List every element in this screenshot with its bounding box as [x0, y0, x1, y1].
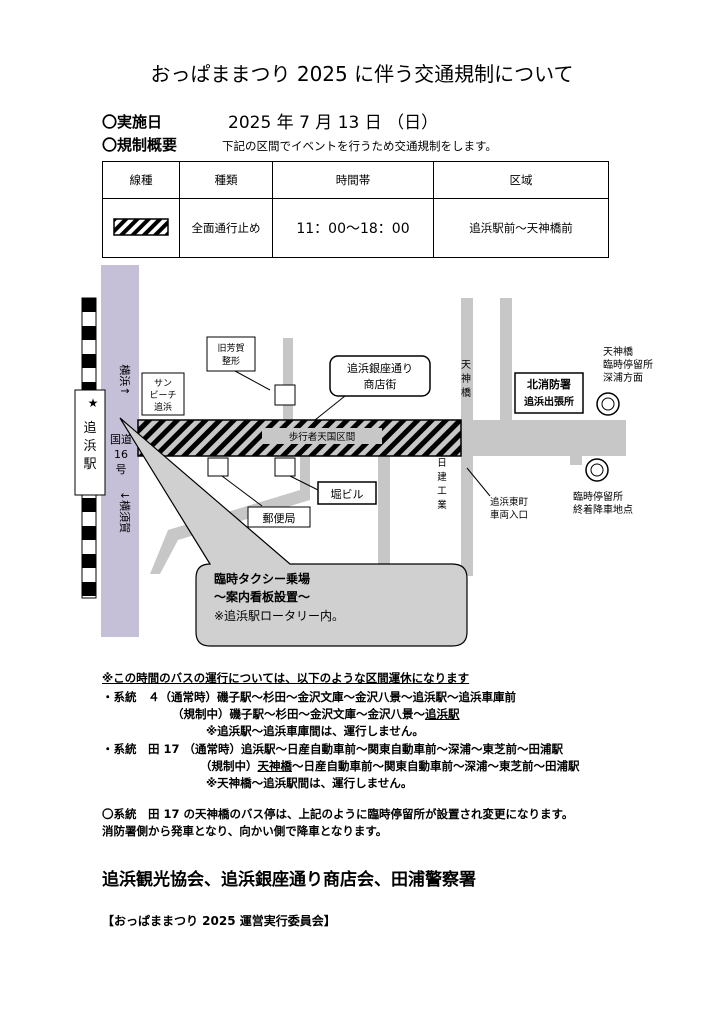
row-area: 追浜駅前〜天神橋前 — [433, 198, 609, 258]
ginza-label-box — [329, 355, 431, 397]
page-title: おっぱままつり 2025 に伴う交通規制について — [150, 62, 574, 86]
nikken-label-3: 工 — [437, 486, 447, 497]
star-icon: ★ — [88, 396, 99, 410]
date-label: 〇実施日 — [102, 113, 163, 131]
line-type-swatch — [102, 198, 180, 258]
station-box — [74, 389, 106, 496]
pedestrian-label-bg — [262, 428, 382, 444]
nikken-label-2: 建 — [437, 471, 447, 483]
bus-line2-regulated-start: 天神橋 — [257, 759, 293, 773]
bus-line2-note: ※天神橋〜追浜駅間は、運行しません。 — [206, 776, 413, 790]
bus-line1-regulated-text: （規制中）磯子駅〜杉田〜金沢文庫〜金沢八景〜 — [172, 707, 425, 721]
header-time: 時間帯 — [272, 161, 434, 199]
route16-road — [101, 265, 139, 637]
hori-building-box — [317, 481, 377, 505]
building-south-1 — [207, 457, 229, 477]
bus-line2-normal: ・系統 田 17 （通常時）追浜駅〜日産自動車前〜関東自動車前〜深浦〜東芝前〜田… — [102, 742, 564, 756]
regulation-table: 線種 種類 時間帯 区域 全面通行止め 11：00〜18：00 追浜駅前〜天神橋… — [102, 161, 609, 258]
station-label-3: 駅 — [83, 457, 96, 472]
sunbeach-building — [141, 372, 185, 416]
bus-line1-regulated-end: 追浜駅 — [425, 707, 460, 721]
committee: 【おっぱままつり 2025 運営実行委員会】 — [102, 914, 336, 928]
sunbeach-label-2: ビーチ — [149, 390, 176, 401]
table-row: 全面通行止め 11：00〜18：00 追浜駅前〜天神橋前 — [102, 198, 609, 258]
sunbeach-label-1: サン — [154, 378, 172, 389]
nikken-label-1: 日 — [437, 458, 447, 469]
stop1-label-3: 深浦方面 — [603, 371, 643, 384]
bus-line2-regulated-rest: 〜日産自動車前〜関東自動車前〜深浦〜東芝前〜田浦駅 — [292, 759, 580, 773]
kyu-haga-label-2: 整形 — [222, 355, 240, 367]
header-area: 区域 — [433, 161, 609, 199]
bus-line1-note: ※追浜駅〜追浜車庫間は、運行しません。 — [206, 724, 424, 738]
tenjin-road-label-3: 橋 — [461, 386, 471, 399]
ginza-label-2: 商店街 — [364, 377, 397, 391]
route-up-label: 横浜↑ — [118, 364, 132, 395]
sunbeach-label-3: 追浜 — [154, 401, 172, 413]
east-entry-label-2: 車両入口 — [490, 509, 528, 521]
table-header-row: 線種 種類 時間帯 区域 — [102, 161, 609, 199]
bus-line1-normal: ・系統 ４（通常時）磯子駅〜杉田〜金沢文庫〜金沢八景〜追浜駅〜追浜車庫前 — [102, 690, 516, 704]
fire-station-label-1: 北消防署 — [527, 377, 571, 391]
taxi-label-3: ※追浜駅ロータリー内。 — [214, 608, 344, 623]
east-entry-label-1: 追浜東町 — [490, 496, 529, 508]
row-type: 全面通行止め — [179, 198, 273, 258]
pedestrian-label: 歩行者天国区間 — [289, 431, 356, 443]
route-down-label: ↓横須賀 — [118, 491, 132, 533]
nikken-label-4: 業 — [437, 499, 447, 511]
stop2-label-1: 臨時停留所 — [573, 490, 623, 503]
date-value: 2025 年 7 月 13 日 （日） — [228, 113, 439, 133]
hatch-pattern-icon — [113, 217, 169, 236]
row-time: 11：00〜18：00 — [272, 198, 434, 258]
stop1-label-1: 天神橋 — [603, 345, 633, 358]
kyu-haga-building — [274, 384, 296, 406]
ginza-label-1: 追浜銀座通り — [347, 361, 413, 375]
tenjin-road-label-2: 神 — [461, 372, 471, 385]
bus-line2-regulated: （規制中）天神橋〜日産自動車前〜関東自動車前〜深浦〜東芝前〜田浦駅 — [200, 758, 580, 774]
bus-change-2: 消防署側から発車となり、向かい側で降車となります。 — [102, 824, 388, 838]
post-office-box — [247, 506, 311, 528]
bus-intro: ※この時間のバスの運行については、以下のような区間運休になります — [102, 671, 470, 685]
kyu-haga-box — [206, 336, 256, 372]
stop2-label-2: 終着降車地点 — [573, 503, 633, 516]
route-num-label-3: 号 — [116, 463, 127, 476]
post-office-label: 郵便局 — [263, 512, 296, 525]
bus-change-1: 〇系統 田 17 の天神橋のバス停は、上記のように臨時停留所が設置され変更になり… — [102, 807, 574, 821]
organizers: 追浜観光協会、追浜銀座通り商店会、田浦警察署 — [102, 870, 476, 890]
bus-line1-regulated: （規制中）磯子駅〜杉田〜金沢文庫〜金沢八景〜追浜駅 — [172, 706, 460, 722]
route-num-label-2: 16 — [114, 448, 128, 461]
taxi-callout — [119, 417, 468, 647]
kyu-haga-label-1: 旧芳賀 — [217, 342, 244, 354]
taxi-label-1: 臨時タクシー乗場 — [214, 571, 310, 586]
overview-text: 下記の区間でイベントを行うため交通規制をします。 — [222, 139, 497, 153]
tenjin-road-label-1: 天 — [461, 360, 471, 371]
station-label-1: 追 — [83, 420, 96, 436]
taxi-label-2: 〜案内看板設置〜 — [214, 589, 310, 604]
fire-station-label-2: 追浜出張所 — [524, 395, 574, 408]
overview-label: 〇規制概要 — [102, 136, 178, 154]
building-south-2 — [274, 457, 296, 477]
bus-line2-regulated-prefix: （規制中） — [200, 759, 258, 773]
fire-station-box — [514, 372, 584, 414]
stop1-label-2: 臨時停留所 — [603, 358, 653, 371]
hori-building-label: 堀ビル — [331, 488, 364, 501]
route-num-label-1: 国道 — [110, 432, 132, 446]
station-label-2: 浜 — [83, 439, 96, 454]
